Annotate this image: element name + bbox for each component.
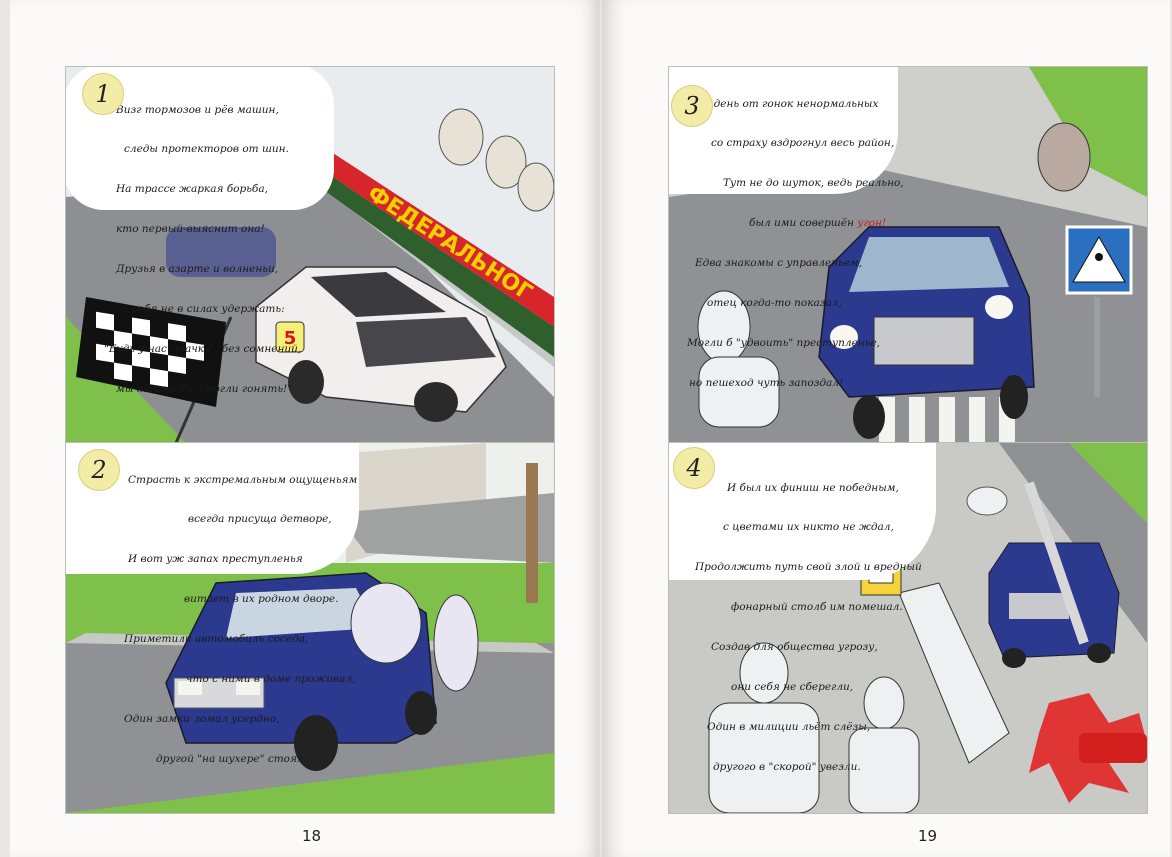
pedestrian-crossing-sign xyxy=(1065,225,1133,397)
poem-2: Страсть к экстремальным ощущеньям всегда… xyxy=(124,447,358,793)
startled-pedestrian xyxy=(697,290,780,428)
poem-line: Тут не до шуток, ведь реально, xyxy=(723,177,904,190)
poem-line: Продолжить путь свой злой и вредный xyxy=(695,561,922,574)
crash-scene-illustration xyxy=(669,443,1147,813)
crashed-blue-car xyxy=(988,542,1120,668)
tree xyxy=(526,463,538,603)
poem-line: себя не в силах удержать: xyxy=(132,303,285,316)
highlight-word: угон! xyxy=(857,217,887,230)
poem-line: Друзья в азарте и волненьи, xyxy=(116,263,279,276)
poem-line: фонарный столб им помешал. xyxy=(731,601,903,614)
poem-line: всегда присуща детворе, xyxy=(188,513,332,526)
comic-panel-3: 3 В тот день от гонок ненормальных со ст… xyxy=(668,66,1148,444)
poem-line: Один замки ломал усердно, xyxy=(124,712,280,725)
police-officer xyxy=(708,642,820,813)
poem-line: другого в "скорой" увезли. xyxy=(713,760,861,773)
comic-panel-4: 4 И был их финиш не победным, с цветами … xyxy=(668,442,1148,814)
right-page: 3 В тот день от гонок ненормальных со ст… xyxy=(602,0,1170,857)
poem-line: И был их финиш не победным, xyxy=(727,481,899,494)
poem-line: кто первый-выяснит она! xyxy=(116,223,265,236)
street-lamp xyxy=(966,481,1089,645)
poem-line: мы также бы смогли гонять!" xyxy=(116,382,293,395)
poem-line: с цветами их никто не ждал, xyxy=(723,521,894,534)
crying-boy xyxy=(848,676,920,813)
left-page: ФЕДЕРАЛЬНОГ 5 xyxy=(10,0,602,857)
poem-line: но пешеход чуть запоздал! xyxy=(689,376,844,389)
panel-number-3: 3 xyxy=(671,85,713,127)
bird xyxy=(1037,122,1091,192)
poem-line: отец когда-то показал, xyxy=(707,297,842,310)
poem-line: они себя не сберегли, xyxy=(731,681,854,694)
blurred-blue-car xyxy=(166,227,276,277)
poem-line: И вот уж запах преступленья xyxy=(128,553,303,566)
speech-bubble-3 xyxy=(669,67,895,191)
poem-line: Визг тормозов и рёв машин, xyxy=(116,103,279,116)
comic-panel-2: 2 Страсть к экстремальным ощущеньям всег… xyxy=(65,442,555,814)
car-number: 5 xyxy=(284,328,297,349)
poem-line: Страсть к экстремальным ощущеньям xyxy=(128,473,358,486)
poem-line: что с ними в доме проживал, xyxy=(186,673,356,686)
poem-line: витает в их родном дворе. xyxy=(184,593,339,606)
boy-figures xyxy=(350,582,479,692)
poem-line-text: был ими совершён xyxy=(749,217,854,230)
panel-number-2: 2 xyxy=(78,449,120,491)
poem-line: "Будь у нас "тачка", без сомнений, xyxy=(104,342,302,355)
panel-number-4: 4 xyxy=(673,447,715,489)
panel-number-1: 1 xyxy=(82,73,124,115)
poem-line: был ими совершён угон! xyxy=(673,217,904,230)
stretcher-group xyxy=(898,582,1010,764)
poem-line: На трассе жаркая борьба, xyxy=(116,183,268,196)
page-number-right: 19 xyxy=(918,827,938,845)
page-number-left: 18 xyxy=(302,827,322,845)
poem-line: Приметили автомобиль соседа, xyxy=(124,633,309,646)
checkered-flag xyxy=(76,297,233,443)
blue-sedan-chase xyxy=(818,226,1035,439)
ambulance-light xyxy=(1029,693,1147,803)
poem-line: Могли б "удвоить" преступленье, xyxy=(687,336,880,349)
white-race-car: 5 xyxy=(255,266,507,422)
poem-line: следы протекторов от шин. xyxy=(124,143,289,156)
poem-3: В тот день от гонок ненормальных со стра… xyxy=(673,71,904,417)
poem-line: со страху вздрогнул весь район, xyxy=(711,137,895,150)
poem-4: И был их финиш не победным, с цветами их… xyxy=(695,455,922,801)
poem-line: другой "на шухере" стоял. xyxy=(156,752,307,765)
poem-1: Визг тормозов и рёв машин, следы протект… xyxy=(104,77,301,423)
poem-line: Едва знакомы с управленьем, xyxy=(695,257,863,270)
poem-line: Один в милиции льёт слёзы, xyxy=(707,720,871,733)
poem-line: Создав для общества угрозу, xyxy=(711,641,878,654)
comic-panel-1: ФЕДЕРАЛЬНОГ 5 xyxy=(65,66,555,444)
